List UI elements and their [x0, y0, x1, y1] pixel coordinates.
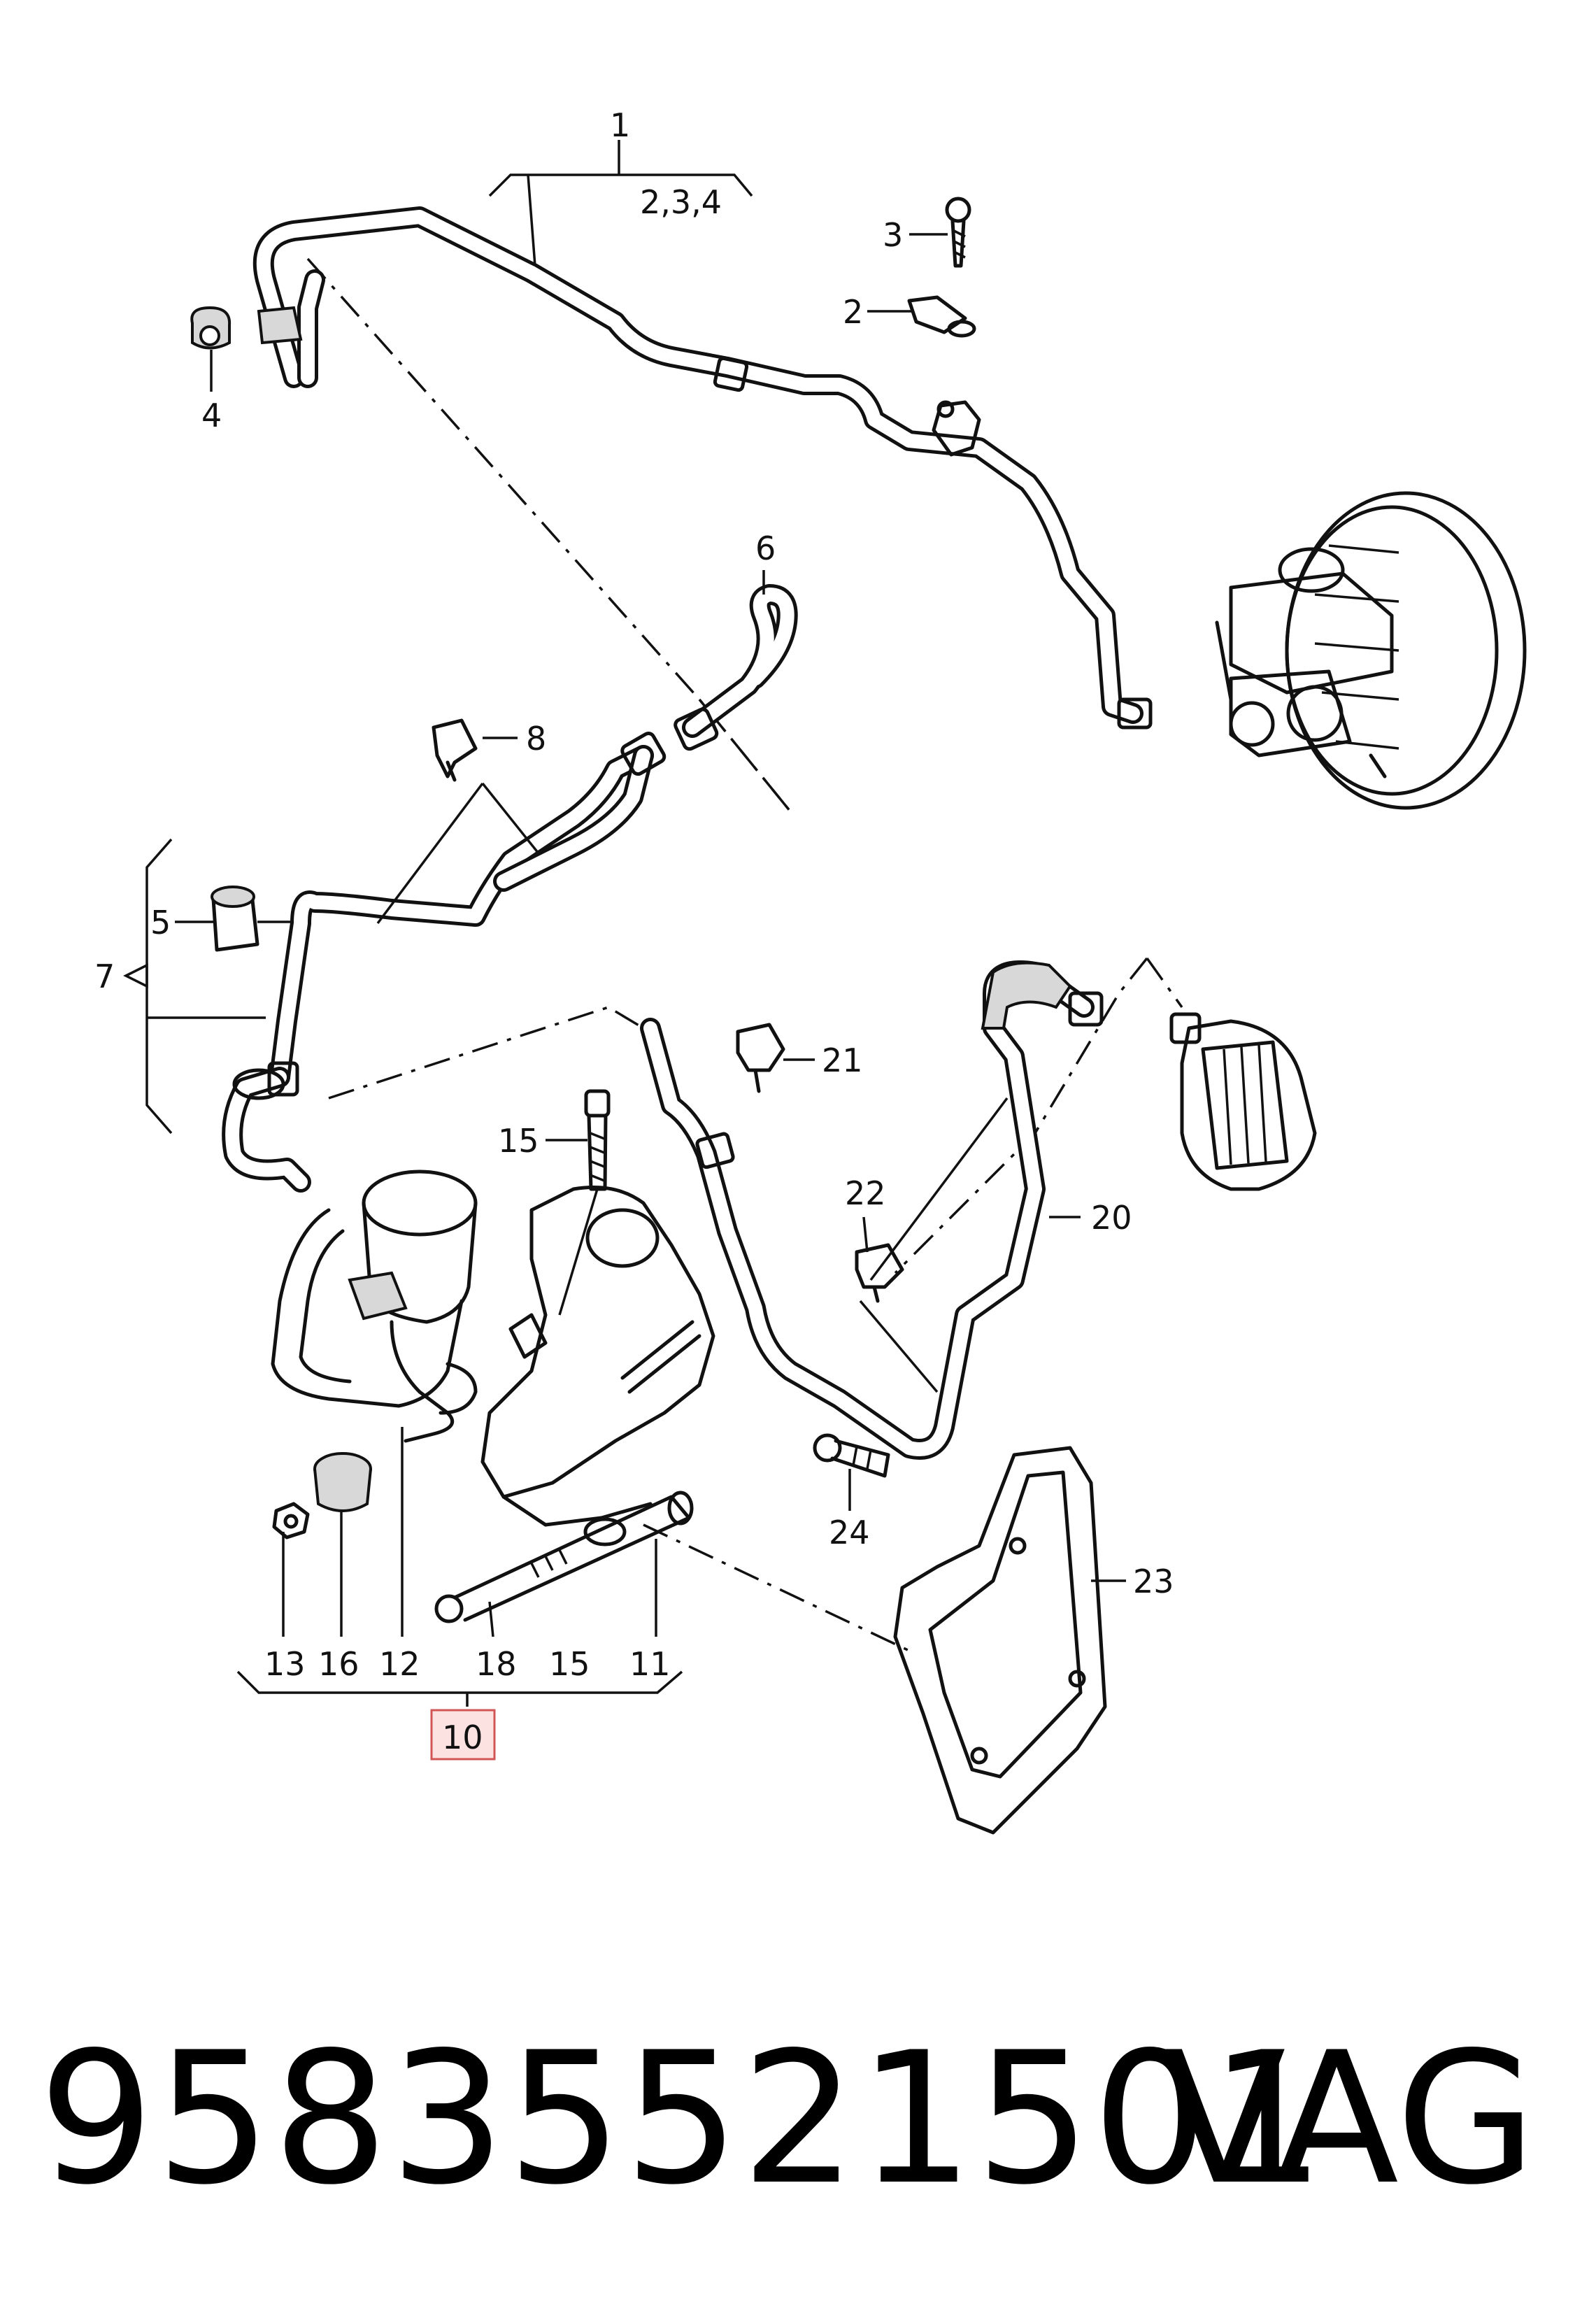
callout-15-lower[interactable]: 15 [549, 1645, 590, 1683]
callout-6[interactable]: 6 [755, 529, 776, 567]
part-18-long-bolt[interactable] [434, 1491, 694, 1623]
vacuum-pump-right[interactable] [1169, 1012, 1317, 1191]
part-15-bolt-upper[interactable] [584, 1089, 611, 1191]
part-20-vacuum-hose[interactable] [640, 960, 1104, 1460]
part-2-bracket[interactable] [907, 295, 981, 457]
callout-1[interactable]: 1 [610, 106, 630, 144]
callout-24[interactable]: 24 [829, 1514, 870, 1551]
callout-5[interactable]: 5 [150, 904, 171, 941]
callout-21[interactable]: 21 [822, 1041, 863, 1079]
callout-10-highlight [430, 1709, 496, 1761]
callout-13[interactable]: 13 [264, 1645, 306, 1683]
part-13-nut[interactable] [272, 1502, 310, 1540]
callout-7[interactable]: 7 [94, 958, 115, 995]
part-23-bracket-plate[interactable] [893, 1446, 1107, 1835]
part-7-vacuum-hose[interactable] [222, 584, 798, 1193]
callout-11[interactable]: 11 [629, 1645, 671, 1683]
callout-16[interactable]: 16 [318, 1645, 359, 1683]
part-12-vacuum-pump[interactable] [271, 1169, 478, 1443]
part-21-clip[interactable] [736, 1023, 785, 1093]
callout-20[interactable]: 20 [1091, 1199, 1132, 1237]
footer-caption: 95835521501 VAG [0, 2014, 1596, 2224]
part-16-grommet[interactable] [313, 1452, 372, 1512]
callout-2[interactable]: 2 [843, 293, 863, 331]
callout-15-upper[interactable]: 15 [498, 1122, 539, 1160]
callout-4[interactable]: 4 [201, 397, 222, 434]
part-4-clip[interactable] [190, 306, 303, 350]
callout-8[interactable]: 8 [526, 720, 546, 758]
part-24-bolt[interactable] [813, 1433, 890, 1478]
part-1-pipe-assembly[interactable] [252, 206, 1153, 730]
callout-10[interactable]: 10 [442, 1719, 483, 1756]
callout-18[interactable]: 18 [476, 1645, 517, 1683]
callout-23[interactable]: 23 [1133, 1563, 1174, 1600]
callout-2-3-4[interactable]: 2,3,4 [640, 183, 722, 221]
part-3-bolt[interactable] [945, 197, 971, 268]
callout-3[interactable]: 3 [883, 216, 903, 254]
leader-lines [123, 140, 1126, 1707]
brake-booster-assembly[interactable] [1215, 491, 1527, 810]
callout-22[interactable]: 22 [845, 1174, 886, 1212]
brand-label: VAG [1162, 2014, 1537, 2225]
part-number: 95835521501 [38, 2014, 1327, 2225]
dashed-assembly-lines [306, 257, 1183, 1652]
exploded-parts-diagram: 1 2,3,4 3 2 4 6 8 5 7 21 15 22 20 24 23 … [94, 106, 1527, 1835]
part-5-grommet[interactable] [211, 886, 259, 952]
part-8-clip[interactable] [432, 718, 478, 782]
part-11-mount-housing[interactable] [480, 1186, 715, 1527]
part-22-clip[interactable] [855, 1243, 904, 1303]
callout-12[interactable]: 12 [379, 1645, 420, 1683]
callout-labels: 1 2,3,4 3 2 4 6 8 5 7 21 15 22 20 24 23 … [94, 106, 1174, 1756]
